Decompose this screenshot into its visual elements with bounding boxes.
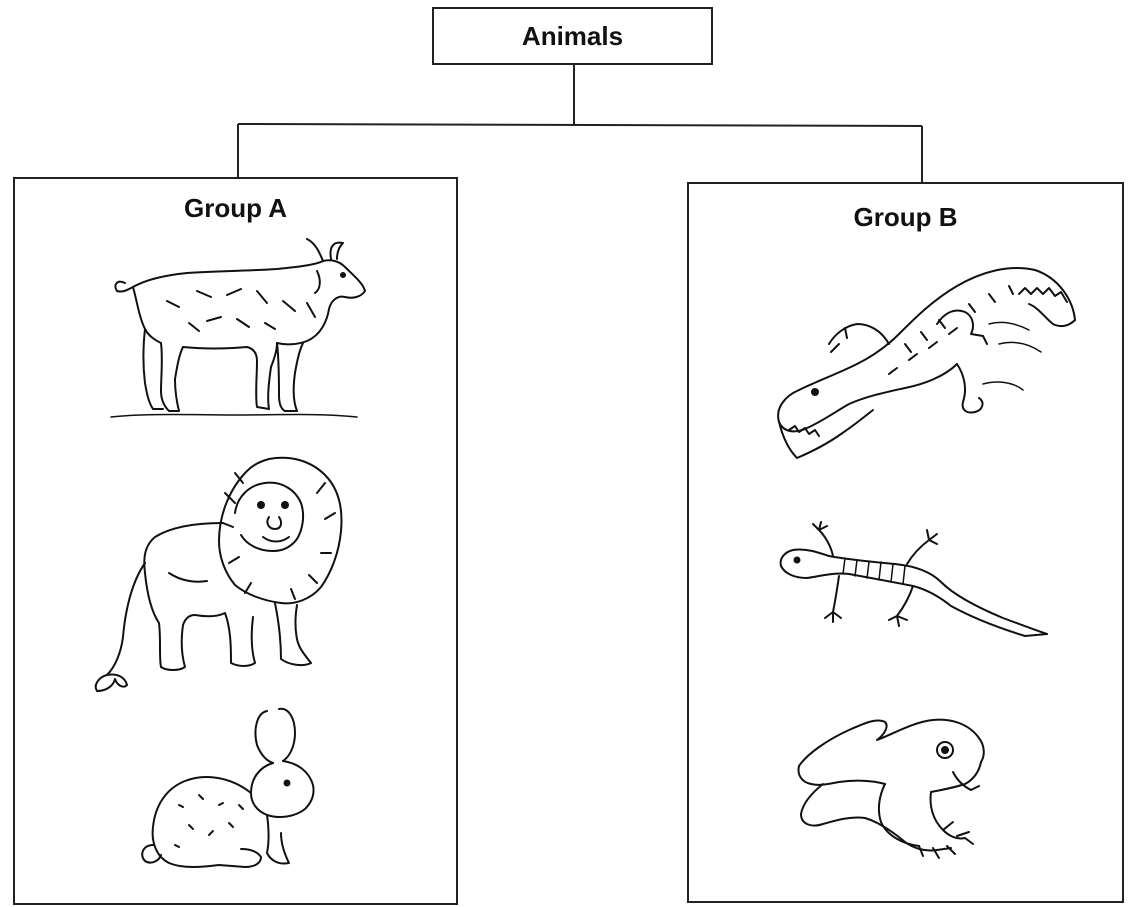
alligator-icon <box>769 264 1089 474</box>
lizard-icon <box>775 518 1055 644</box>
goat-icon <box>107 231 369 421</box>
group-a-panel: Group A <box>13 177 458 905</box>
group-b-title: Group B <box>689 202 1122 233</box>
frog-icon <box>793 710 993 870</box>
lion-icon <box>85 453 347 693</box>
group-b-panel: Group B <box>687 182 1124 903</box>
rabbit-icon <box>139 705 339 875</box>
root-node-animals: Animals <box>432 7 713 65</box>
group-a-title: Group A <box>15 193 456 224</box>
root-label: Animals <box>522 21 623 52</box>
